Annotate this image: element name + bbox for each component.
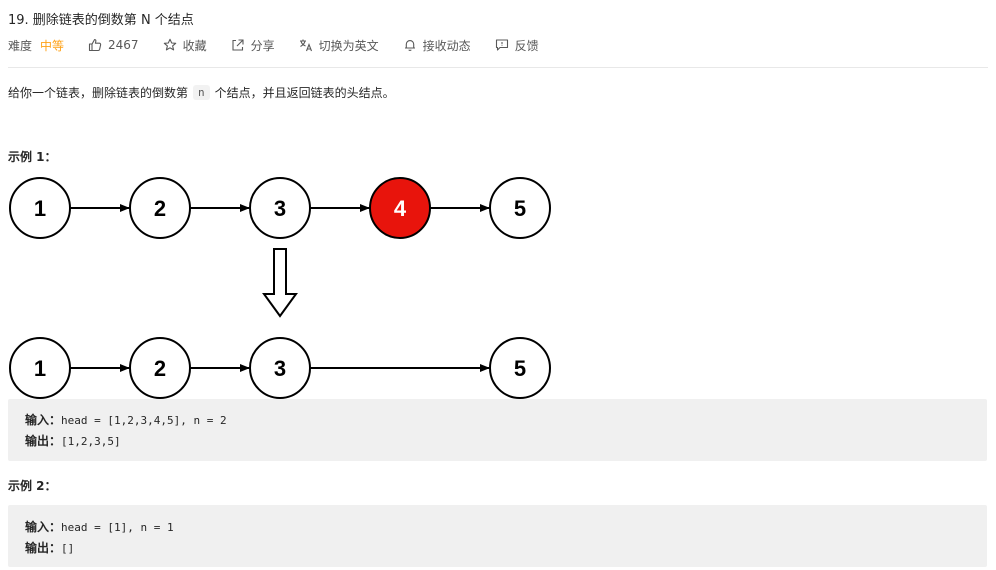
example-2-output-label: 输出： [25,541,62,555]
example-2-output-line: 输出：[] [25,539,74,556]
like-count: 2467 [108,38,139,52]
example-1-heading: 示例 1： [8,150,57,164]
notify-label: 接收动态 [422,38,471,53]
problem-title: 19. 删除链表的倒数第 N 个结点 [8,13,194,28]
top-node-3: 3 [249,177,311,239]
linked-list-diagram: 1 2 3 4 5 1 2 3 5 [9,177,551,399]
bottom-node-3: 3 [249,337,311,399]
example-1-output-line: 输出：[1,2,3,5] [25,432,121,449]
header-divider [8,67,988,68]
feedback-label: 反馈 [514,38,539,53]
favorite-button[interactable]: 收藏 [163,37,207,54]
bottom-node-3-label: 3 [274,356,286,381]
top-node-2-label: 2 [154,196,166,221]
example-1-code-block: 输入：head = [1,2,3,4,5], n = 2 输出：[1,2,3,5… [8,399,987,461]
example-1-input-label: 输入： [25,413,62,427]
top-node-3-label: 3 [274,196,286,221]
top-node-1-label: 1 [34,196,46,221]
share-label: 分享 [250,38,275,53]
example-2-input-value: head = [1], n = 1 [61,521,174,534]
bell-icon [404,40,415,51]
favorite-label: 收藏 [182,38,207,53]
example-2-code-block: 输入：head = [1], n = 1 输出：[] [8,505,987,567]
bottom-node-5-label: 5 [514,356,526,381]
feedback-button[interactable]: 反馈 [495,37,539,54]
problem-description: 给你一个链表，删除链表的倒数第 n 个结点，并且返回链表的头结点。 [8,84,395,101]
down-arrow-icon [262,248,298,318]
notify-button[interactable]: 接收动态 [403,37,471,54]
star-icon [163,38,176,51]
like-button[interactable]: 2467 [88,38,139,52]
example-2-heading: 示例 2： [8,479,57,493]
top-node-5: 5 [489,177,551,239]
example-2-output-value: [] [61,542,75,555]
difficulty-label: 难度 [8,38,33,53]
top-node-4-label: 4 [394,196,407,221]
bottom-node-1: 1 [9,337,71,399]
example-1-output-label: 输出： [25,434,62,448]
switch-language-label: 切换为英文 [318,38,379,53]
example-2-input-label: 输入： [25,520,62,534]
example-1-input-value: head = [1,2,3,4,5], n = 2 [61,414,227,427]
bottom-node-2-label: 2 [154,356,166,381]
bottom-node-5: 5 [489,337,551,399]
top-node-2: 2 [129,177,191,239]
top-node-1: 1 [9,177,71,239]
feedback-icon [495,39,508,51]
example-2-input-line: 输入：head = [1], n = 1 [25,518,174,535]
share-icon [232,39,244,51]
bottom-node-1-label: 1 [34,356,46,381]
problem-meta-bar: 难度 中等 2467 收藏 分享 切换为英文 接收动态 反馈 [8,36,563,54]
description-text-end: 个结点，并且返回链表的头结点。 [214,86,395,100]
example-1-output-value: [1,2,3,5] [61,435,121,448]
thumbs-up-icon [88,38,102,52]
switch-language-button[interactable]: 切换为英文 [299,37,379,54]
top-node-5-label: 5 [514,196,526,221]
translate-icon [299,39,312,52]
difficulty-badge: 中等 [40,38,65,53]
bottom-node-2: 2 [129,337,191,399]
description-text-start: 给你一个链表，删除链表的倒数第 [8,86,189,100]
top-node-4-removed: 4 [369,177,431,239]
example-1-input-line: 输入：head = [1,2,3,4,5], n = 2 [25,411,227,428]
share-button[interactable]: 分享 [231,37,275,54]
description-inline-code: n [193,85,210,100]
